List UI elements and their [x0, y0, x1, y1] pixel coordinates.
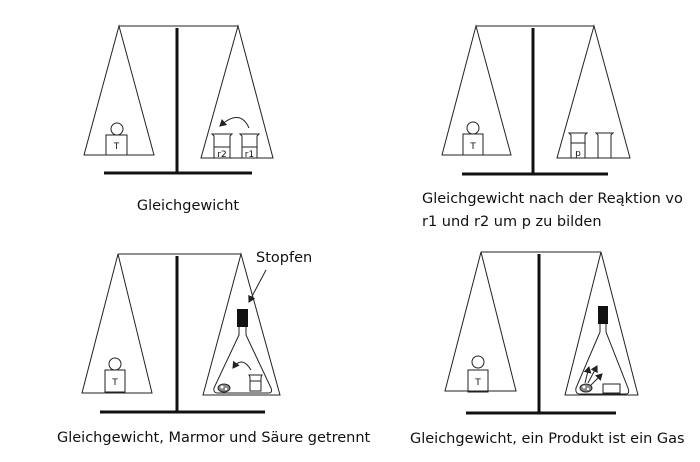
flask-icon [575, 306, 630, 395]
panel-balance-marble-acid-separate: T Stopfen Gleichgewicht, Marmor und Säur… [57, 250, 371, 446]
right-pan [556, 24, 631, 159]
caption: Gleichgewicht [137, 198, 240, 214]
right-pan [202, 252, 281, 396]
stopper-icon [598, 306, 608, 324]
left-pan [441, 24, 512, 156]
caption-line-2: r1 und r2 um p zu bilden [422, 214, 602, 230]
pour-arrow-icon [219, 117, 250, 129]
beaker-label: r1 [245, 150, 254, 160]
weight-icon: T [104, 357, 126, 393]
caption-line-1: Gleichgewicht nach der Reąktion vo [422, 191, 683, 207]
panel-balance-gas-product: T Gleichgewicht, ein Produkt ist ein Gas [410, 251, 685, 447]
stopper-icon [237, 309, 248, 327]
weight-icon: T [105, 122, 128, 156]
caption: Gleichgewicht, ein Produkt ist ein Gas [410, 431, 685, 447]
left-pan [81, 253, 153, 394]
acid-beaker-icon [248, 374, 263, 392]
beaker-r1-icon: r1 [238, 133, 261, 160]
empty-beaker-icon [594, 132, 615, 159]
beaker-p-icon: p [567, 132, 589, 159]
flask-icon [213, 309, 273, 394]
panel-balance-initial: T r2 r1 Gleichgewicht [83, 24, 274, 214]
weight-label: T [474, 378, 481, 388]
weight-icon: T [462, 121, 484, 156]
weight-label: T [111, 378, 118, 388]
right-pan [200, 24, 274, 159]
pour-arrow-icon [232, 360, 252, 371]
gas-arrows-icon [583, 365, 603, 386]
tipped-beaker-icon [602, 383, 621, 394]
beaker-r2-icon: r2 [210, 133, 234, 160]
weight-label: T [469, 142, 476, 152]
marble-icon [217, 383, 231, 393]
weight-icon: T [467, 355, 489, 393]
weight-label: T [113, 142, 120, 152]
right-pan [564, 251, 639, 396]
left-pan [444, 251, 517, 392]
beaker-label: r2 [217, 150, 226, 160]
caption: Gleichgewicht, Marmor und Säure getrennt [57, 430, 371, 446]
panel-balance-after-reaction: T p Gleichgewicht nach der Reąktion vo r… [422, 24, 683, 230]
stopper-callout-label: Stopfen [256, 250, 312, 266]
marble-icon [579, 383, 593, 393]
callout-arrow-icon [248, 269, 267, 303]
left-pan [83, 24, 155, 156]
beaker-label: p [575, 149, 581, 159]
